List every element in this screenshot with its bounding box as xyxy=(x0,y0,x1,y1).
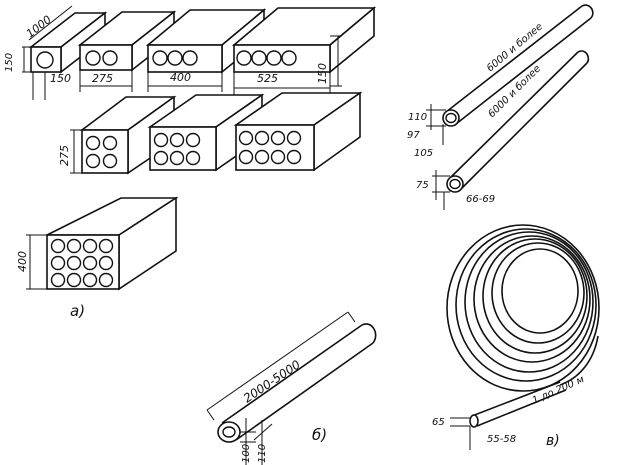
dim-b4-height: 150 xyxy=(316,63,329,84)
dim-b3-width: 400 xyxy=(170,71,191,84)
block-4x3holes xyxy=(26,196,179,291)
panel-label-v: в) xyxy=(546,433,560,449)
long-pipe-bottom xyxy=(432,50,590,210)
dim-b8-height: 400 xyxy=(16,251,29,272)
pipe-coil xyxy=(446,224,600,450)
dim-b1-width: 150 xyxy=(50,72,71,85)
block-4holes xyxy=(231,6,377,95)
block-3x2holes xyxy=(147,93,265,172)
dim-b2-width: 275 xyxy=(92,72,113,85)
block-4x2holes xyxy=(233,91,363,172)
dim-short-pipe-outer: 110 xyxy=(257,444,268,463)
dim-coil-inner: 55-58 xyxy=(487,434,516,445)
dim-long-pipe1-inner: 97 xyxy=(407,130,420,141)
dim-short-pipe-inner: 100 xyxy=(241,444,252,463)
panel-label-b: б) xyxy=(312,426,327,444)
dim-long-pipe1-outer: 110 xyxy=(408,112,427,123)
block-2holes xyxy=(77,10,177,92)
dim-coil-outer: 65 xyxy=(432,417,445,428)
dim-b4-width: 525 xyxy=(257,72,278,85)
block-3holes xyxy=(145,8,267,92)
panel-label-a: а) xyxy=(70,302,85,320)
short-pipe xyxy=(206,311,377,465)
dim-long-pipe2-outer: 75 xyxy=(416,180,429,191)
dim-long-pipe1-inner2: 105 xyxy=(414,148,433,159)
dim-b5-height: 275 xyxy=(58,145,71,166)
dim-long-pipe2-inner: 66-69 xyxy=(466,194,495,205)
dim-b1-height: 150 xyxy=(4,53,15,72)
long-pipe-top xyxy=(426,4,594,145)
